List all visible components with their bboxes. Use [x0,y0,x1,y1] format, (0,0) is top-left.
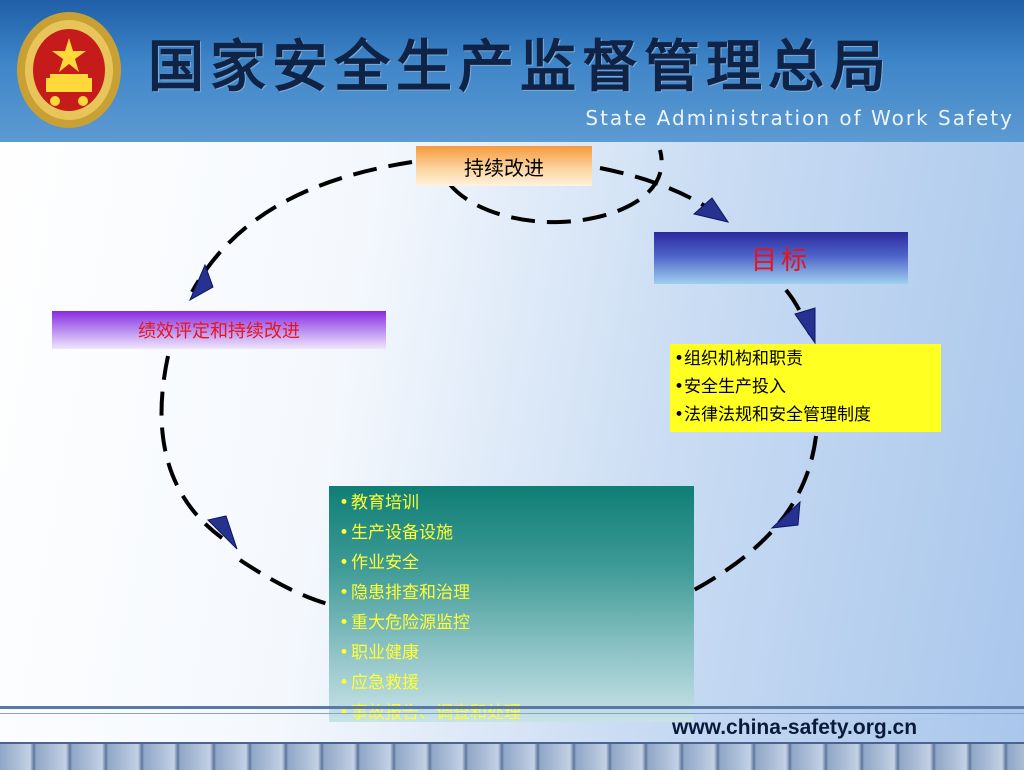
header-banner: 国家安全生产监督管理总局 State Administration of Wor… [0,0,1024,142]
bullet: • [674,377,685,397]
evaluation-box: 绩效评定和持续改进 [52,311,386,349]
implementation-item: 应急救援 [351,673,420,693]
implementation-item: 重大危险源监控 [351,613,471,633]
implementation-item: 隐患排查和治理 [351,583,471,603]
list-item: •法律法规和安全管理制度 [674,401,937,429]
target-box: 目标 [654,232,908,284]
arrow-to-evaluation [188,263,214,302]
bullet: • [674,405,685,425]
agency-english-name: State Administration of Work Safety [585,106,1014,130]
list-item: •应急救援 [339,668,684,698]
footer-divider [0,706,1024,709]
implementation-item: 生产设备设施 [351,523,454,543]
implementation-item: 教育培训 [351,493,420,513]
bullet: • [339,673,350,693]
footer-decorative-band [0,742,1024,770]
arrow-right-lower [770,500,801,529]
bullet: • [339,553,350,573]
list-item: •组织机构和职责 [674,345,937,373]
list-item: •生产设备设施 [339,518,684,548]
footer-divider-thin [0,713,1024,714]
planning-item: 组织机构和职责 [684,349,804,369]
arrow-left-lower [207,515,238,550]
implementation-item: 职业健康 [351,643,420,663]
list-item: •安全生产投入 [674,373,937,401]
arrow-to-planning [794,307,816,345]
improvement-loop [435,149,664,225]
agency-title: 国家安全生产监督管理总局 [148,34,892,100]
national-emblem-icon [17,12,121,128]
bullet: • [339,583,350,603]
arc-left [159,355,224,540]
list-item: •隐患排查和治理 [339,578,684,608]
list-item: •作业安全 [339,548,684,578]
bullet: • [339,613,350,633]
arc-top-left [190,160,413,293]
bullet: • [674,349,685,369]
implementation-item: 作业安全 [351,553,420,573]
list-item: •教育培训 [339,488,684,518]
planning-item: 法律法规和安全管理制度 [684,405,872,425]
list-item: •职业健康 [339,638,684,668]
bullet: • [339,643,350,663]
website-url: www.china-safety.org.cn [672,716,918,739]
list-item: •重大危险源监控 [339,608,684,638]
arrow-to-target [692,197,730,223]
implementation-box: •教育培训 •生产设备设施 •作业安全 •隐患排查和治理 •重大危险源监控 •职… [329,486,694,723]
planning-box: •组织机构和职责 •安全生产投入 •法律法规和安全管理制度 [670,344,941,432]
arc-bottom-left [238,558,329,606]
continuous-improvement-box: 持续改进 [416,146,592,186]
planning-item: 安全生产投入 [684,377,787,397]
bullet: • [339,493,350,513]
bullet: • [339,523,350,543]
